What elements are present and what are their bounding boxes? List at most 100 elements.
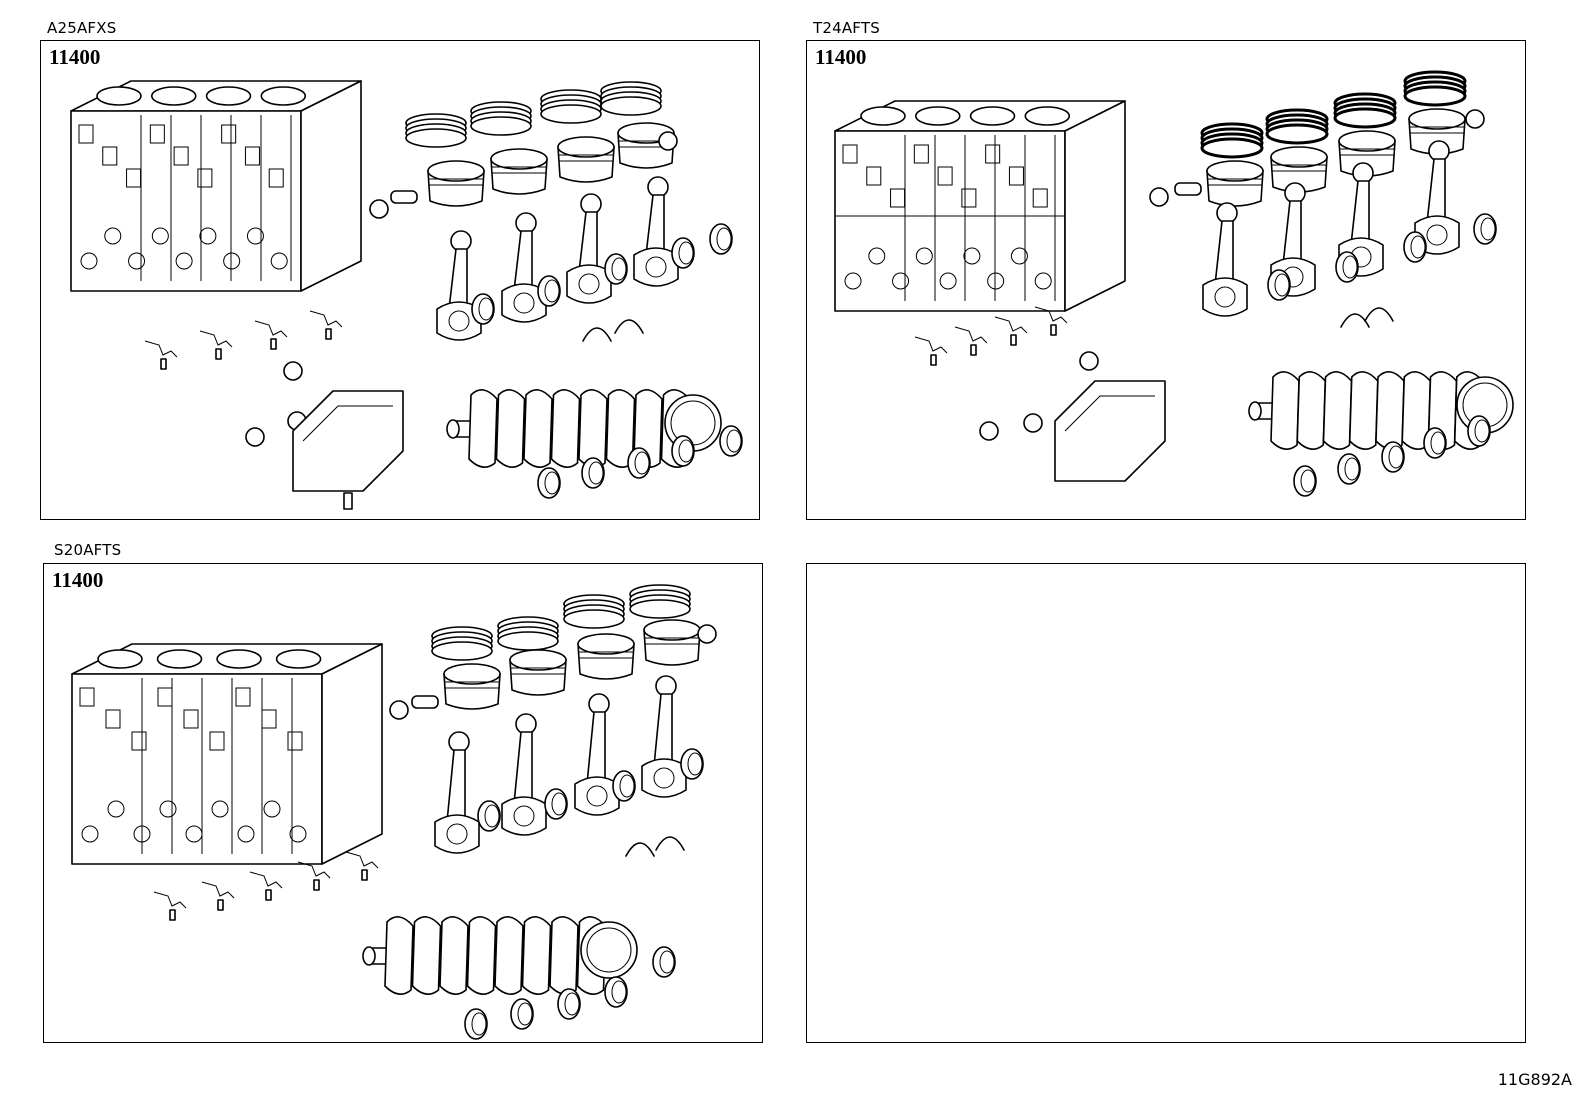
piston-ring-set <box>405 113 467 148</box>
piston-pin <box>390 190 418 204</box>
thrust-washer <box>1364 307 1394 322</box>
snap-ring <box>369 199 389 219</box>
oil-jet-assembly <box>994 316 1028 346</box>
bearing-shell <box>510 998 534 1030</box>
bearing-shell <box>680 748 704 780</box>
short-block-illustration <box>71 584 717 1040</box>
piston-ring-set <box>1265 108 1329 145</box>
thrust-washer <box>582 327 612 342</box>
bearing-shell <box>537 275 561 307</box>
thrust-washer <box>625 842 655 857</box>
cylinder-block <box>70 80 362 292</box>
part-number: 11400 <box>815 45 867 69</box>
piston-pin <box>1174 182 1202 196</box>
short-block-illustration <box>70 80 743 510</box>
oil-pan-baffle <box>1054 380 1166 482</box>
piston-ring-set <box>540 89 602 124</box>
oil-jet-assembly <box>954 326 988 356</box>
snap-ring <box>1079 351 1099 371</box>
engine-code-label: A25AFXS <box>47 19 117 37</box>
bearing-shell <box>471 293 495 325</box>
bearing-shell <box>627 447 651 479</box>
bearing-shell <box>557 988 581 1020</box>
connecting-rod <box>641 675 687 798</box>
thrust-washer <box>614 319 644 334</box>
piston <box>443 663 501 710</box>
snap-ring <box>979 421 999 441</box>
snap-ring <box>245 427 265 447</box>
bearing-shell <box>537 467 561 499</box>
bearing-shell <box>671 237 695 269</box>
cylinder-block <box>71 643 383 865</box>
bearing-shell <box>1335 251 1359 283</box>
piston <box>557 136 615 183</box>
piston-ring-set <box>470 101 532 136</box>
diagram-reference-code: 11G892A <box>1497 1070 1572 1089</box>
connecting-rod <box>566 193 612 304</box>
connecting-rod <box>436 230 482 341</box>
oil-jet-assembly <box>153 891 187 921</box>
connecting-rod <box>434 731 480 854</box>
crankshaft <box>446 389 722 468</box>
piston <box>1408 108 1466 155</box>
bearing-shell <box>464 1008 488 1040</box>
bearing-shell <box>1267 269 1291 301</box>
connecting-rod <box>574 693 620 816</box>
parts-panel-s20afts[interactable]: 11400 <box>43 563 763 1043</box>
connecting-rod <box>501 713 547 836</box>
piston-ring-set <box>431 626 493 661</box>
piston <box>427 160 485 207</box>
bearing-shell <box>604 253 628 285</box>
connecting-rod <box>1202 202 1248 317</box>
oil-jet-assembly <box>309 310 343 340</box>
piston <box>577 633 635 680</box>
parts-panel-t24afts[interactable]: 11400 <box>806 40 1526 520</box>
piston <box>643 619 701 666</box>
piston-ring-set <box>563 594 625 629</box>
piston <box>509 649 567 696</box>
oil-jet-assembly <box>297 861 331 891</box>
short-block-illustration <box>834 70 1514 497</box>
engine-code-label: T24AFTS <box>813 19 880 37</box>
bearing-shell <box>1403 231 1427 263</box>
snap-ring <box>389 700 409 720</box>
piston-ring-set <box>497 616 559 651</box>
piston <box>1270 146 1328 193</box>
empty-panel <box>806 563 1526 1043</box>
part-number: 11400 <box>52 568 104 592</box>
oil-jet-assembly <box>199 330 233 360</box>
bearing-shell <box>1293 465 1317 497</box>
oil-pan-baffle <box>292 390 404 492</box>
crankshaft <box>362 916 638 995</box>
piston <box>1206 160 1264 207</box>
piston-ring-set <box>629 584 691 619</box>
piston-pin <box>411 695 439 709</box>
snap-ring <box>697 624 717 644</box>
connecting-rod <box>501 212 547 323</box>
bearing-shell <box>671 435 695 467</box>
cylinder-block <box>834 100 1126 312</box>
bearing-shell <box>709 223 733 255</box>
oil-jet-assembly <box>249 871 283 901</box>
parts-panel-a25afxs[interactable]: 11400 <box>40 40 760 520</box>
snap-ring <box>1023 413 1043 433</box>
bearing-shell <box>1381 441 1405 473</box>
part-number: 11400 <box>49 45 101 69</box>
bearing-shell <box>544 788 568 820</box>
snap-ring <box>1465 109 1485 129</box>
oil-jet-assembly <box>144 340 178 370</box>
bearing-shell <box>604 976 628 1008</box>
oil-jet-assembly <box>1034 306 1068 336</box>
oil-jet-assembly <box>201 881 235 911</box>
thrust-washer <box>1340 313 1370 328</box>
snap-ring <box>283 361 303 381</box>
thrust-washer <box>655 836 685 851</box>
piston-ring-set <box>1403 70 1467 107</box>
oil-jet-assembly <box>914 336 948 366</box>
connecting-rod <box>633 176 679 287</box>
snap-ring <box>1149 187 1169 207</box>
piston-ring-set <box>1333 92 1397 129</box>
bearing-shell <box>612 770 636 802</box>
bearing-shell <box>1337 453 1361 485</box>
bearing-shell <box>1473 213 1497 245</box>
